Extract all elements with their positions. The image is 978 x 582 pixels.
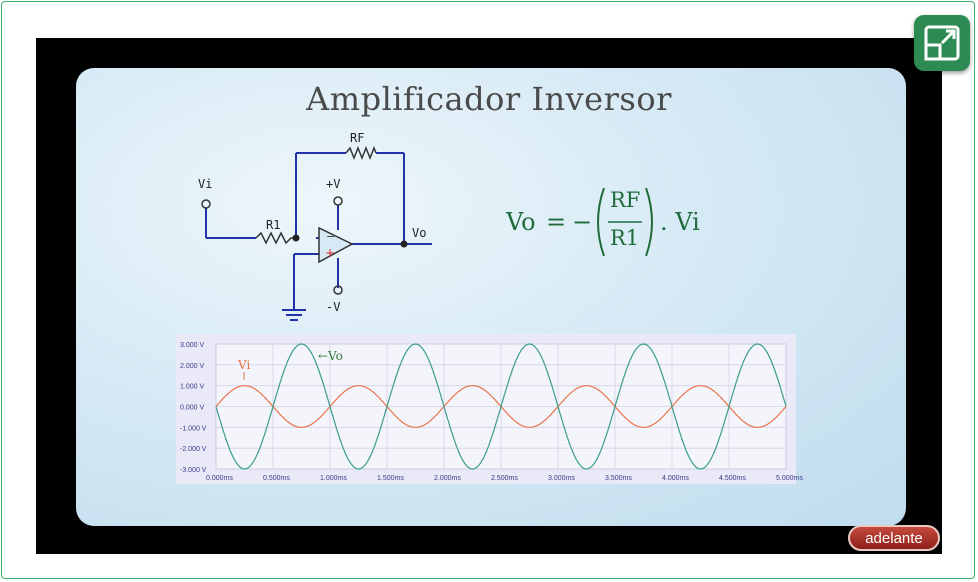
formula-denominator: R1 bbox=[610, 226, 640, 250]
rf-label: RF bbox=[350, 131, 364, 145]
y-tick-label: 1.000 V bbox=[180, 384, 204, 391]
rf-resistor bbox=[345, 145, 377, 161]
formula-lhs: Vo bbox=[506, 208, 536, 236]
svg-text:−: − bbox=[326, 230, 335, 243]
vo-label: Vo bbox=[412, 226, 426, 240]
x-tick-label: 0.000ms bbox=[206, 475, 233, 482]
next-button[interactable]: adelante bbox=[848, 525, 940, 551]
vminus-label: -V bbox=[326, 300, 340, 314]
expand-button[interactable] bbox=[914, 15, 970, 71]
x-tick-label: 5.000ms bbox=[776, 475, 803, 482]
x-tick-label: 1.000ms bbox=[320, 475, 347, 482]
y-tick-label: -3.000 V bbox=[180, 467, 207, 474]
svg-text:+: + bbox=[325, 246, 335, 260]
x-tick-label: 0.500ms bbox=[263, 475, 290, 482]
r1-resistor bbox=[255, 231, 296, 245]
series-vo-line bbox=[215, 343, 787, 470]
expand-icon bbox=[924, 25, 960, 61]
formula-equals: = bbox=[546, 208, 567, 236]
x-tick-label: 2.500ms bbox=[491, 475, 518, 482]
formula-numerator: RF bbox=[610, 188, 641, 212]
x-tick-label: 3.000ms bbox=[548, 475, 575, 482]
x-tick-label: 3.500ms bbox=[605, 475, 632, 482]
formula-fraction bbox=[597, 187, 653, 257]
slide-title: Amplificador Inversor bbox=[306, 80, 672, 118]
x-tick-label: 2.000ms bbox=[434, 475, 461, 482]
x-tick-label: 4.500ms bbox=[719, 475, 746, 482]
formula-minus: − bbox=[572, 208, 593, 236]
vi-label: Vi bbox=[198, 177, 212, 191]
slide-stage: Amplificador Inversor bbox=[36, 38, 942, 554]
waveform-chart: 3.000 V 2.000 V 1.000 V 0.000 V -1.000 V -2.0… bbox=[176, 334, 803, 484]
x-tick-label: 4.000ms bbox=[662, 475, 689, 482]
circuit-diagram: − + Vi R1 RF +V Vo -V bbox=[198, 131, 432, 321]
series-vo-label: ←Vo bbox=[318, 349, 343, 363]
y-tick-label: 0.000 V bbox=[180, 405, 204, 412]
y-tick-label: 3.000 V bbox=[180, 342, 204, 349]
opamp-symbol bbox=[318, 226, 354, 264]
y-tick-label: -1.000 V bbox=[180, 425, 207, 432]
r1-label: R1 bbox=[266, 218, 280, 232]
vplus-label: +V bbox=[326, 177, 340, 191]
formula-rhs: . Vi bbox=[660, 208, 700, 236]
y-tick-label: -2.000 V bbox=[180, 446, 207, 453]
x-tick-label: 1.500ms bbox=[377, 475, 404, 482]
y-tick-label: 2.000 V bbox=[180, 363, 204, 370]
series-vi-label: Vi bbox=[237, 358, 250, 372]
